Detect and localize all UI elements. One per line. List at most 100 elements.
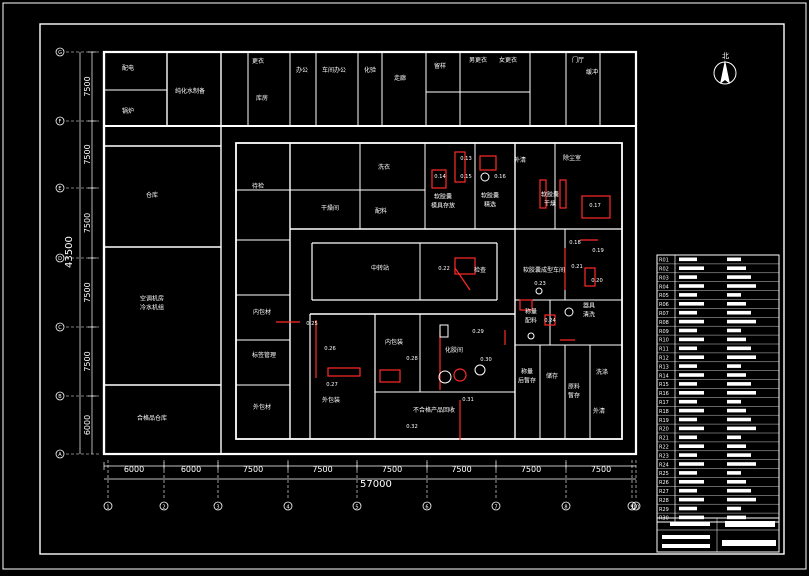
legend-row-text [727,266,746,270]
grid-bubble [283,501,293,511]
equipment-tag: 0.13 [460,156,472,162]
room-label: 除尘室 [563,154,581,162]
room-label: 洗涤 [596,368,608,376]
legend-row-text [727,364,741,368]
equipment-tag: 0.28 [406,356,418,362]
legend-row-text [679,346,697,351]
grid-column-label: 4 [286,505,289,511]
legend-row-code: R03 [659,275,669,281]
legend-row-text [679,337,704,342]
legend-row-text [679,399,697,404]
title-block-border [656,517,780,553]
grid-row-label: B [58,394,62,400]
legend-row-code: R07 [659,311,669,317]
legend-row-text [727,515,746,520]
left-dim-label: 7500 [83,144,92,164]
building-walls [102,50,638,456]
title-block-text [722,540,776,546]
legend-row-code: R24 [659,462,669,468]
legend-row-code: R05 [659,293,669,299]
grid-bubble [159,501,169,511]
legend-row-text [727,426,756,431]
room-label: 软胶囊 [481,192,499,200]
legend-row-text [727,337,746,342]
legend-row-text [679,408,704,413]
room-label: 软胶囊 [434,193,452,201]
legend-row-text [679,488,697,493]
legend-row-code: R21 [659,436,669,442]
grid-bubble [103,501,113,511]
grid-column-label: 8 [564,505,567,511]
legend-row-text [679,497,704,502]
room-label: 缓冲 [586,68,598,76]
grid-row-label: A [58,452,62,458]
legend-row-text [727,346,751,351]
room-label: 待检 [252,182,264,190]
legend-row-code: R19 [659,418,669,424]
room-label: 干燥 [544,200,556,208]
grid-bubble [55,253,65,263]
bottom-dim-label: 7500 [382,465,402,474]
grid-column-label: 1 [106,505,109,511]
title-block [656,517,780,553]
room-label: 标签管理 [252,351,276,359]
total-width-label: 57000 [360,479,392,490]
legend-row-text [727,284,756,288]
grid-bubble [213,501,223,511]
legend-row-code: R28 [659,498,669,504]
equipment-tag: 0.25 [306,321,318,327]
room-label: 暂存 [568,392,580,400]
equipment-tag: 0.22 [438,266,450,272]
room-label: 留样 [434,62,446,70]
equipment-tag: 0.23 [534,281,546,287]
legend-row-text [727,399,741,404]
legend-row-text [679,355,704,359]
legend-row-text [679,364,697,368]
room-label: 外包装 [322,396,340,404]
left-dim-label: 6000 [83,415,92,435]
room-label: 门厅 [572,56,584,64]
legend-row-text [727,310,751,315]
legend-row-text [679,382,697,386]
legend-row-text [727,497,756,502]
room-label: 男更衣 [469,56,487,64]
room-label: 检查 [474,266,486,274]
bottom-dim-label: 6000 [181,465,201,474]
grid-row-label: F [59,119,62,125]
room-label: 干燥间 [321,204,339,212]
grid-row-label: C [58,325,62,331]
room-label: 内包装 [385,338,403,346]
legend-row-code: R14 [659,373,669,379]
legend-row-text [679,426,704,431]
legend-row-text [679,284,704,288]
legend-row-text [727,319,756,324]
grid-bubble [352,501,362,511]
legend-row-text [727,328,741,333]
legend-row-text [727,373,746,377]
legend-row-code: R09 [659,329,669,335]
equipment-tag: 0.32 [406,424,418,430]
legend-row-text [679,302,704,306]
legend-row-code: R16 [659,391,669,397]
legend-row-text [727,408,746,413]
room-label: 不合格产品回收 [413,406,455,414]
room-label: 配电 [122,64,134,72]
legend-row-text [727,302,746,306]
room-label: 化胶间 [445,346,463,354]
title-block-text [725,521,775,527]
legend-row-text [679,391,704,395]
legend-row-code: R23 [659,453,669,459]
legend-row-text [727,293,741,297]
total-height-label: 43500 [64,236,75,268]
legend-row-code: R30 [659,516,669,522]
equipment-tag: 0.20 [591,278,603,284]
legend-table: R01R02R03R04R05R06R07R08R09R10R11R12R13R… [656,254,780,553]
bottom-dim-label: 7500 [312,465,332,474]
legend-row-text [679,293,697,297]
legend-row-text [679,471,697,475]
grid-bubble [422,501,432,511]
legend-row-code: R02 [659,267,669,273]
grid-bubble [55,47,65,57]
room-label: 称量 [525,308,537,316]
